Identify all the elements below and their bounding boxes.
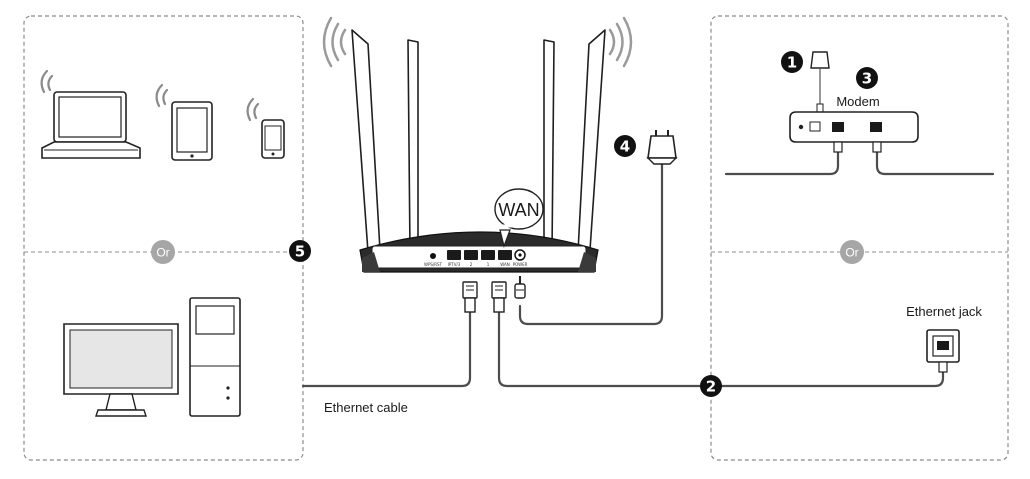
left-devices-panel	[23, 15, 304, 461]
step-1-badge: 1	[781, 51, 803, 73]
port-1	[481, 250, 495, 260]
laptop-icon	[40, 69, 141, 159]
port-iptv	[447, 250, 461, 260]
modem-phone-cable	[875, 148, 995, 176]
step-2-number: 2	[706, 378, 716, 396]
tablet-wifi-icon	[155, 83, 169, 108]
phone-wifi-icon	[246, 97, 260, 122]
antenna-3	[543, 39, 555, 253]
port-wan	[498, 250, 512, 260]
power-label: POWER	[513, 262, 528, 267]
modem-power-adapter-icon	[810, 51, 830, 113]
router-port-panel	[371, 245, 587, 269]
router-foot-right	[578, 252, 596, 272]
ethernet-jack-label: Ethernet jack	[906, 304, 982, 319]
step-1-number: 1	[787, 54, 797, 72]
step-5-badge: 5	[289, 240, 311, 262]
antenna-4	[577, 29, 606, 253]
lan-connector	[462, 281, 478, 313]
antenna-2	[407, 39, 419, 253]
modem-ethernet-cable	[724, 148, 840, 176]
step-3-number: 3	[862, 70, 872, 88]
port-2-label: 2	[470, 262, 473, 267]
wan-callout: WAN	[494, 188, 544, 249]
desktop-computer-icon	[63, 297, 241, 417]
port-2	[464, 250, 478, 260]
power-cable	[518, 158, 664, 326]
tablet-icon	[155, 83, 213, 161]
or-badge-right: Or	[840, 240, 864, 264]
router-foot-left	[362, 252, 380, 272]
lan-ethernet-cable	[301, 310, 472, 388]
wan-connector	[491, 281, 507, 313]
router-wifi-right-icon	[608, 16, 633, 68]
or-label-left: Or	[156, 246, 169, 260]
or-label-right: Or	[845, 246, 858, 260]
wps-button	[430, 253, 436, 259]
power-plug	[514, 276, 526, 299]
modem-icon	[789, 111, 919, 153]
laptop-wifi-icon	[40, 69, 54, 94]
port-wan-label: WAN	[500, 262, 509, 267]
modem-label: Modem	[836, 94, 879, 109]
step-4-badge: 4	[614, 135, 636, 157]
antenna-1	[351, 29, 381, 253]
router-wifi-left-icon	[322, 16, 347, 68]
step-2-badge: 2	[700, 375, 722, 397]
router-icon: WPS/RST IPTV/3 2 1 WAN POWER	[322, 16, 633, 273]
wan-callout-label: WAN	[498, 200, 539, 220]
ethernet-cable-label: Ethernet cable	[324, 400, 408, 415]
or-badge-left: Or	[151, 240, 175, 264]
wps-label: WPS/RST	[424, 262, 443, 267]
port-1-label: 1	[487, 262, 490, 267]
power-adapter-icon	[646, 130, 678, 165]
port-iptv-label: IPTV/3	[448, 262, 461, 267]
step-3-badge: 3	[856, 67, 878, 89]
step-5-number: 5	[295, 243, 305, 261]
phone-icon	[246, 97, 285, 159]
step-4-number: 4	[620, 138, 630, 156]
ethernet-jack-icon	[926, 329, 960, 373]
